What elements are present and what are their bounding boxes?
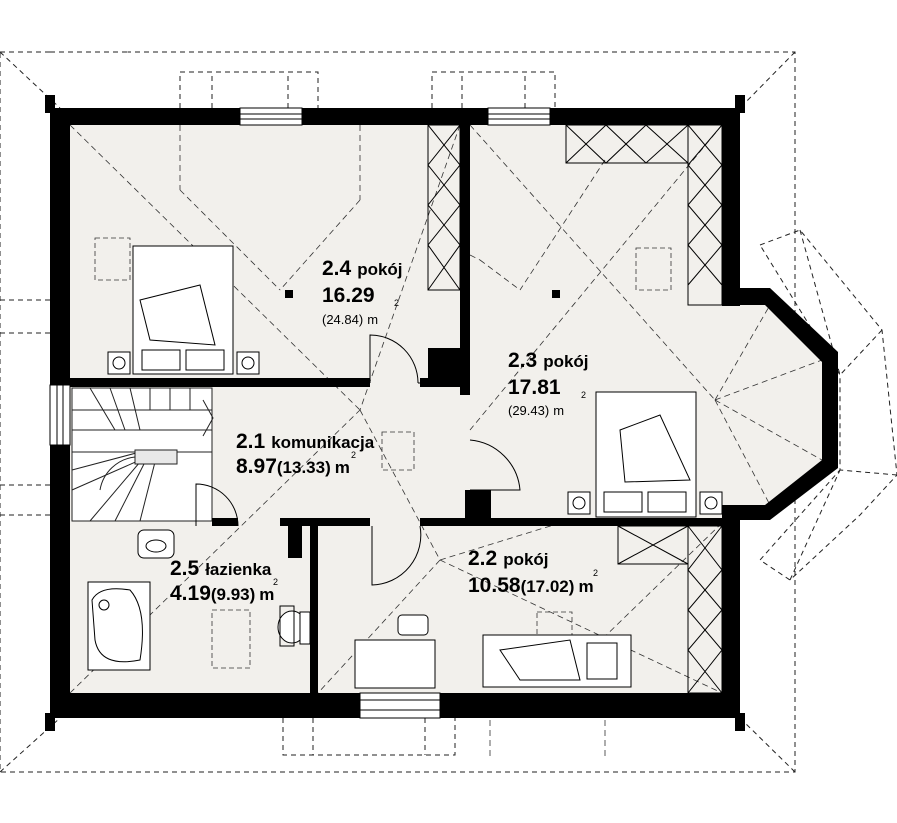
svg-text:8.97(13.33)m: 8.97(13.33)m	[236, 455, 350, 478]
room-unit-sup: 2	[581, 390, 586, 400]
skylight-markers	[94, 237, 672, 669]
ridge-markers	[285, 290, 560, 298]
room-id: 2.2	[468, 547, 497, 570]
room-area: 16.29	[322, 284, 375, 307]
room-id: 2.1	[236, 430, 266, 453]
room-unit-sup: 2	[394, 298, 399, 308]
room-id: 2.4	[322, 257, 352, 280]
room-area-total: (9.93)	[211, 585, 255, 604]
furniture	[87, 245, 723, 689]
room-unit: m	[553, 403, 564, 418]
room-label-2-5: 2.5 łazienka 4.19(9.93)m 2	[170, 557, 278, 605]
room-unit-sup: 2	[273, 577, 278, 587]
room-area-total: (29.43)	[508, 403, 549, 418]
room-name: pokój	[357, 260, 402, 279]
room-area-total: (17.02)	[521, 577, 575, 596]
staircase	[71, 387, 214, 522]
room-label-2-4: 2.4 pokój 16.29 (24.84) m 2	[322, 257, 403, 327]
roof-outline	[0, 51, 897, 773]
room-unit: m	[335, 458, 350, 477]
room-unit: m	[578, 577, 593, 596]
room-area-total: (13.33)	[277, 458, 331, 477]
room-area-total: (24.84)	[322, 312, 363, 327]
svg-text:10.58(17.02)m: 10.58(17.02)m	[468, 574, 594, 597]
room-area: 10.58	[468, 574, 521, 597]
svg-text:(24.84)m: (24.84) m	[322, 312, 378, 327]
room-id: 2.5	[170, 557, 200, 580]
roof-ridge-lines	[69, 124, 823, 760]
room-unit-sup: 2	[351, 450, 356, 460]
doors	[195, 334, 521, 586]
room-label-2-3: 2.3 pokój 17.81 (29.43) m 2	[508, 349, 589, 418]
windows	[49, 107, 551, 719]
wardrobes	[427, 124, 723, 694]
room-area: 17.81	[508, 376, 561, 399]
room-name: łazienka	[205, 560, 272, 579]
room-name: pokój	[503, 550, 548, 569]
room-name: pokój	[543, 352, 588, 371]
room-area: 8.97	[236, 455, 277, 478]
svg-text:(29.43)m: (29.43) m	[508, 403, 564, 418]
room-unit: m	[259, 585, 274, 604]
room-id: 2.3	[508, 349, 537, 372]
room-label-2-1: 2.1 komunikacja 8.97(13.33)m 2	[236, 430, 375, 478]
room-unit: m	[367, 312, 378, 327]
room-name: komunikacja	[271, 433, 375, 452]
room-unit-sup: 2	[593, 568, 598, 578]
svg-text:4.19(9.93)m: 4.19(9.93)m	[170, 582, 274, 605]
room-label-2-2: 2.2 pokój 10.58(17.02)m 2	[468, 547, 598, 597]
room-area: 4.19	[170, 582, 211, 605]
